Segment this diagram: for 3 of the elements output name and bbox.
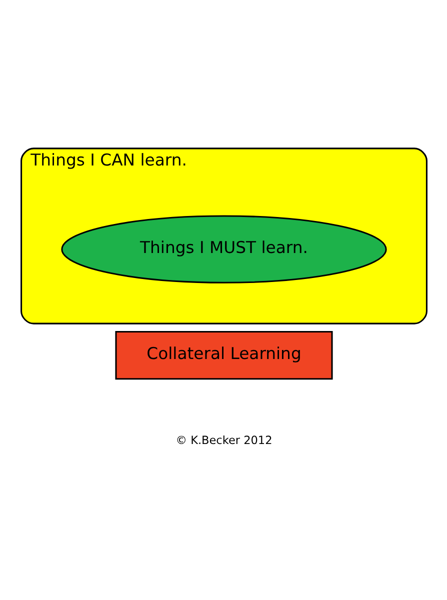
label: © K.Becker 2012 — [175, 434, 272, 448]
node-ellipse: Things I MUST learn. — [60, 215, 386, 284]
node-box: Collateral Learning — [114, 331, 332, 380]
